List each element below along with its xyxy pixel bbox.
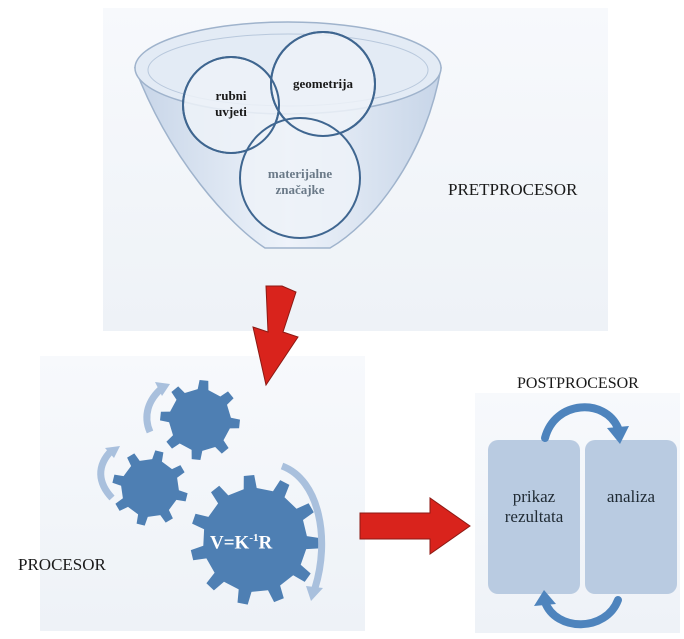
pane-label-prikaz-rezultata: prikaz rezultata	[504, 487, 564, 526]
postprocessor-title: POSTPROCESOR	[517, 375, 639, 392]
processor-title: PROCESOR	[18, 555, 106, 574]
gear-group	[112, 380, 320, 605]
circle-materijalne-znacajke	[239, 117, 361, 239]
pane-analiza	[585, 440, 677, 594]
cycle-arrow-icon	[97, 385, 326, 590]
circle-label-geometrija: geometrija	[293, 76, 353, 91]
arrow-head	[155, 382, 170, 396]
gear-icon	[112, 450, 188, 526]
arrow-head	[607, 426, 629, 444]
preprocessor-title: PRETPROCESOR	[448, 180, 578, 199]
arrow-head	[105, 446, 120, 458]
pane-label-analiza: analiza	[606, 487, 656, 506]
red-arrow-icon	[359, 497, 471, 555]
cycle-arrow-icon	[541, 403, 622, 629]
formula: V=K-1R	[210, 532, 273, 554]
pane-prikaz-rezultata	[488, 440, 580, 594]
circle-label-rubni-uvjeti: rubni uvjeti	[215, 88, 247, 119]
arrow-head	[534, 590, 556, 606]
gear-icon	[190, 475, 320, 605]
gear-icon	[160, 380, 240, 460]
arrow-head	[306, 586, 323, 601]
circle-label-materijalne-znacajke: materijalne značajke	[267, 166, 333, 197]
red-arrow-icon	[252, 285, 299, 387]
